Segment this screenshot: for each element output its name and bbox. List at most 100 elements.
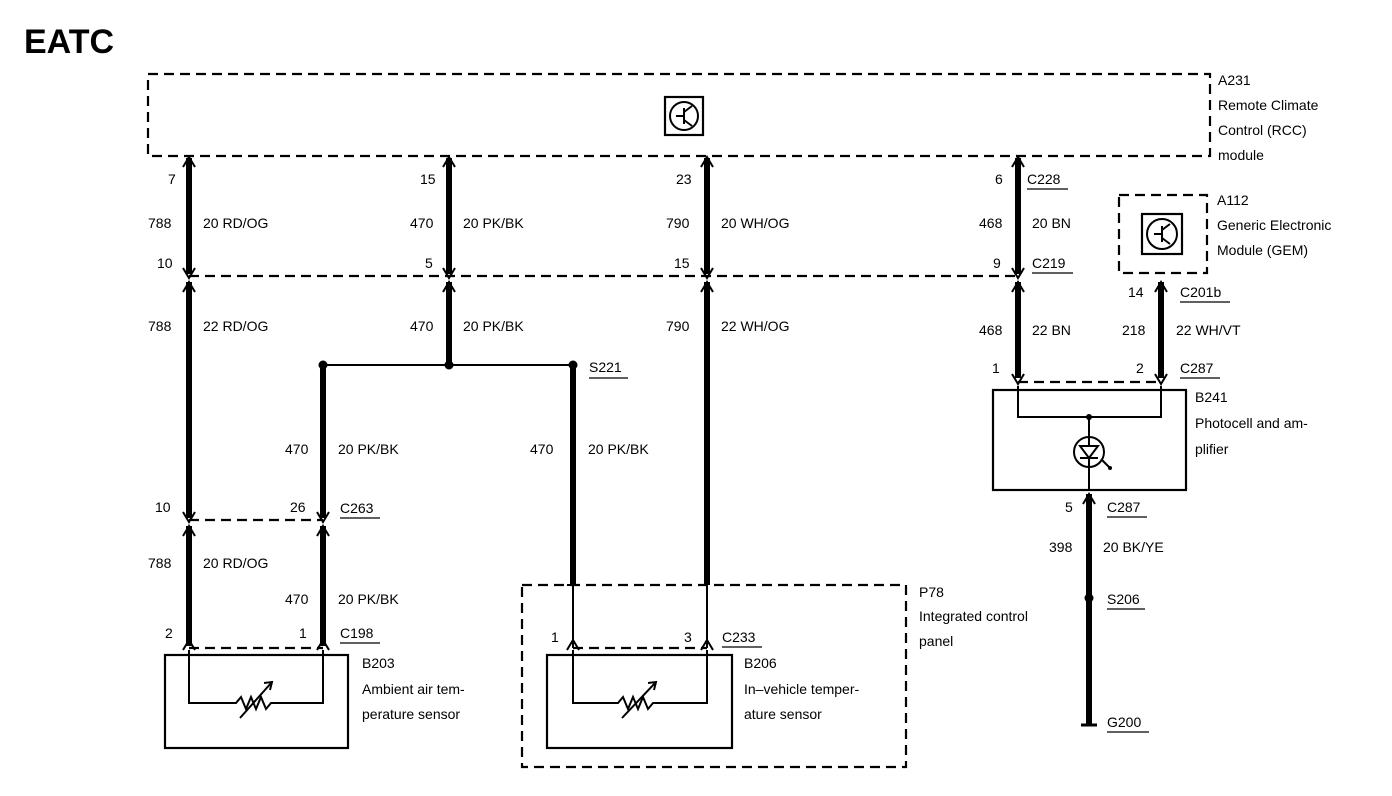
circuit-num-218: 218 <box>1122 322 1146 338</box>
pin-c233-790: 3 <box>684 629 692 645</box>
p78-name-line1: Integrated control <box>919 608 1028 624</box>
b206-name-line1: In–vehicle temper- <box>744 681 860 697</box>
a231-module-icon <box>663 95 705 137</box>
pin-c201b-218: 14 <box>1128 284 1144 300</box>
pin-c233-470: 1 <box>551 629 559 645</box>
a231-name-line3: module <box>1218 147 1264 163</box>
circuit-num-468-upper: 468 <box>979 215 1003 231</box>
c219-arrow-lower <box>442 280 456 293</box>
circuit-label-470-s221: 20 PK/BK <box>588 441 649 457</box>
c263-arrow-lower <box>316 524 330 537</box>
connector-c263: C263 <box>340 500 374 516</box>
circuit-label-788-upper: 20 RD/OG <box>203 215 268 231</box>
circuit-label-790-upper: 20 WH/OG <box>721 215 789 231</box>
c228-arrow <box>182 155 196 168</box>
pin-c219-788: 10 <box>157 255 173 271</box>
s221-junction-dot <box>444 360 454 370</box>
c219-arrow <box>700 267 714 280</box>
c228-arrow <box>700 155 714 168</box>
circuit-label-468-mid: 22 BN <box>1032 322 1071 338</box>
pin-c228-468: 6 <box>995 171 1003 187</box>
c219-arrow <box>442 267 456 280</box>
b203-name-line1: Ambient air tem- <box>362 681 465 697</box>
pin-c228-788: 7 <box>168 171 176 187</box>
circuit-num-470-b203: 470 <box>285 441 309 457</box>
a112-name-line2: Module (GEM) <box>1217 242 1308 258</box>
circuit-num-790-mid: 790 <box>666 318 690 334</box>
ground-g200: G200 <box>1107 714 1141 730</box>
connector-c201b: C201b <box>1180 284 1221 300</box>
c287-arrow <box>1154 373 1168 386</box>
p78-id: P78 <box>919 584 944 600</box>
c219-arrow-lower <box>700 280 714 293</box>
circuit-label-788-lower: 20 RD/OG <box>203 555 268 571</box>
pin-c228-470: 15 <box>420 171 436 187</box>
connector-c287-bottom: C287 <box>1107 499 1141 515</box>
c263-arrow <box>182 511 196 524</box>
connector-c198: C198 <box>340 625 374 641</box>
circuit-num-470-s221: 470 <box>530 441 554 457</box>
c201b-arrow <box>1154 280 1168 293</box>
circuit-num-468-mid: 468 <box>979 322 1003 338</box>
b241-photodiode-icon <box>1017 386 1162 490</box>
p78-panel-outline <box>520 583 908 769</box>
circuit-num-470-upper: 470 <box>410 215 434 231</box>
c287-bottom-arrow <box>1082 492 1096 505</box>
circuit-label-398: 20 BK/YE <box>1103 539 1164 555</box>
a112-name-line1: Generic Electronic <box>1217 217 1331 233</box>
c219-arrow <box>182 267 196 280</box>
connector-c287-top: C287 <box>1180 360 1214 376</box>
connector-c233: C233 <box>722 629 756 645</box>
pin-c219-790: 15 <box>674 255 690 271</box>
c263-arrow-lower <box>182 524 196 537</box>
b203-thermistor-icon <box>188 650 324 719</box>
c233-arrow <box>566 638 580 651</box>
circuit-label-470-b203: 20 PK/BK <box>338 441 399 457</box>
pin-c287-218: 2 <box>1136 360 1144 376</box>
a231-name-line2: Control (RCC) <box>1218 122 1307 138</box>
pin-c228-790: 23 <box>676 171 692 187</box>
connector-c219: C219 <box>1032 255 1066 271</box>
pin-c219-468: 9 <box>993 255 1001 271</box>
c219-arrow-lower <box>1011 280 1025 293</box>
connector-c228: C228 <box>1027 171 1061 187</box>
b206-sensor-box <box>545 653 734 750</box>
b241-name-line1: Photocell and am- <box>1195 415 1308 431</box>
b206-name-line2: ature sensor <box>744 706 822 722</box>
circuit-label-218: 22 WH/VT <box>1176 322 1241 338</box>
c198-arrow <box>316 638 330 651</box>
circuit-num-398: 398 <box>1049 539 1073 555</box>
p78-name-line2: panel <box>919 633 953 649</box>
circuit-num-790-upper: 790 <box>666 215 690 231</box>
circuit-label-470-mid: 20 PK/BK <box>463 318 524 334</box>
a231-name-line1: Remote Climate <box>1218 97 1319 113</box>
circuit-num-788-lower: 788 <box>148 555 172 571</box>
a231-module-outline <box>146 72 1212 158</box>
circuit-num-470-lower: 470 <box>285 591 309 607</box>
diagram-title: EATC <box>24 23 114 61</box>
a231-id: A231 <box>1218 72 1251 88</box>
b206-thermistor-icon <box>572 650 708 719</box>
b241-name-line2: plifier <box>1195 441 1229 457</box>
b203-sensor-box <box>163 653 350 750</box>
c263-arrow <box>316 511 330 524</box>
a112-module-outline <box>1117 193 1209 275</box>
circuit-label-468-upper: 20 BN <box>1032 215 1071 231</box>
circuit-label-470-lower: 20 PK/BK <box>338 591 399 607</box>
b206-id: B206 <box>744 655 777 671</box>
c219-arrow <box>1011 267 1025 280</box>
pin-c287-468: 1 <box>992 360 1000 376</box>
splice-s206: S206 <box>1107 591 1140 607</box>
circuit-label-470-upper: 20 PK/BK <box>463 215 524 231</box>
a112-id: A112 <box>1217 192 1249 208</box>
c287-arrow <box>1011 373 1025 386</box>
pin-c263-470: 26 <box>290 499 306 515</box>
c228-arrow <box>1011 155 1025 168</box>
pin-c219-470: 5 <box>425 255 433 271</box>
splice-s221: S221 <box>589 359 622 375</box>
g200-ground-icon <box>1081 716 1097 727</box>
pin-c198-788: 2 <box>165 625 173 641</box>
b203-id: B203 <box>362 655 395 671</box>
circuit-num-788-upper: 788 <box>148 215 172 231</box>
b241-id: B241 <box>1195 389 1228 405</box>
